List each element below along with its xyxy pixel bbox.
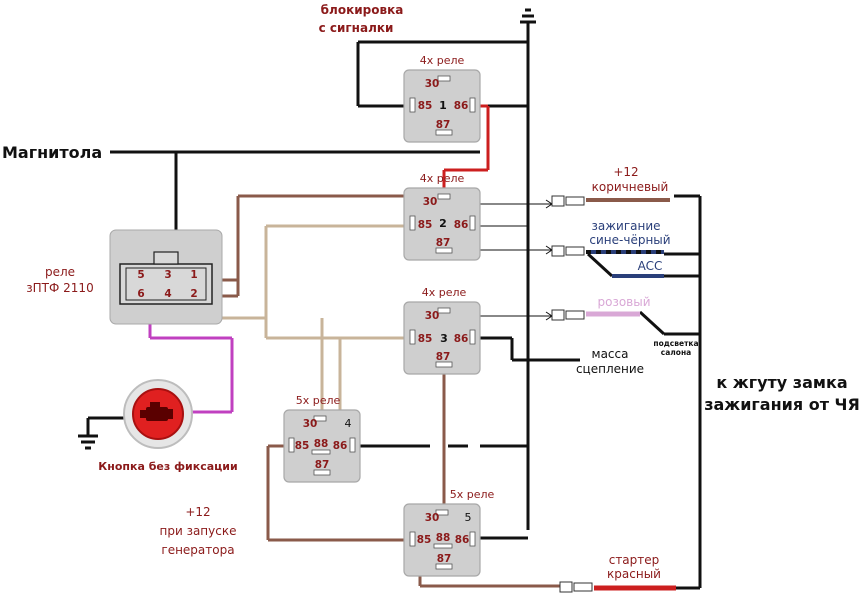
label-starter-2: красный — [607, 567, 661, 581]
label-brown-1: +12 — [613, 165, 638, 179]
relay-ptf-block: 5 3 1 6 4 2 — [109, 229, 223, 325]
relay-1: 30 85 1 86 87 — [403, 69, 481, 143]
relay-4-pin86: 86 — [333, 440, 348, 452]
ptf-pin-5: 5 — [137, 269, 144, 281]
relay-3-pin30: 30 — [425, 310, 440, 322]
connector-blueblack — [551, 245, 585, 257]
label-plus12-start-2: при запуске — [160, 524, 237, 538]
relay-4-type: 5x реле — [296, 394, 341, 407]
brown-wires — [208, 194, 560, 588]
label-harness-2: зажигания от ЧЯ — [704, 395, 860, 414]
label-block-line1: блокировка — [321, 3, 404, 17]
relay-1-number: 1 — [439, 99, 447, 112]
connector-pink — [551, 309, 585, 321]
label-plus12-start-1: +12 — [185, 505, 210, 519]
button-no-fix — [123, 379, 193, 449]
ground-left-icon — [78, 434, 98, 450]
black-wires — [110, 22, 702, 590]
relay-5: 30 5 85 88 86 87 — [403, 503, 481, 577]
label-plus12-start-3: генератора — [161, 543, 234, 557]
relay-1-pin87: 87 — [436, 119, 451, 131]
relay-5-pin85: 85 — [417, 534, 432, 546]
ground-wire — [86, 416, 128, 436]
relay-3-pin85: 85 — [418, 333, 433, 345]
red-wire — [442, 104, 490, 188]
label-acc: ACC — [638, 259, 663, 273]
relay-1-pin85: 85 — [418, 100, 433, 112]
connector-red — [559, 581, 593, 593]
ptf-pin-4: 4 — [164, 288, 171, 300]
label-backlight-1: подсветка — [653, 339, 698, 348]
label-pink: розовый — [597, 295, 650, 309]
relay-2-pin85: 85 — [418, 219, 433, 231]
label-mass-1: масса — [592, 347, 629, 361]
relay-3-type: 4x реле — [422, 286, 467, 299]
relay-3: 30 85 3 86 87 — [403, 301, 481, 375]
relay-5-pin87: 87 — [437, 553, 452, 565]
ptf-pin-6: 6 — [137, 288, 144, 300]
relay-5-type: 5x реле — [450, 488, 495, 501]
label-starter-1: стартер — [609, 553, 660, 567]
relay-2-pin86: 86 — [454, 219, 469, 231]
label-blueblack-2: сине-чёрный — [589, 233, 670, 247]
relay-5-pin86: 86 — [455, 534, 470, 546]
relay-3-pin86: 86 — [454, 333, 469, 345]
relay-1-type: 4x реле — [420, 54, 465, 67]
relay-2: 30 85 2 86 87 — [403, 187, 481, 261]
relay-1-pin30: 30 — [425, 78, 440, 90]
label-relay-ptf-line1: реле — [45, 265, 75, 279]
label-harness-1: к жгуту замка — [716, 373, 847, 392]
relay-2-number: 2 — [439, 217, 447, 230]
relay-5-pin30: 30 — [425, 512, 440, 524]
label-button: Кнопка без фиксации — [98, 460, 237, 473]
relay-5-pin88: 88 — [436, 532, 451, 544]
relay-2-type: 4x реле — [420, 172, 465, 185]
ptf-pin-2: 2 — [190, 288, 197, 300]
relay-4: 30 4 85 88 86 87 — [283, 409, 361, 483]
relay-3-pin87: 87 — [436, 351, 451, 363]
relay-4-pin85: 85 — [295, 440, 310, 452]
engine-icon — [140, 402, 173, 421]
relay-3-number: 3 — [440, 332, 448, 345]
relay-1-pin86: 86 — [454, 100, 469, 112]
label-relay-ptf-line2: зПТФ 2110 — [26, 281, 93, 295]
relay-5-number: 5 — [465, 511, 472, 524]
relay-2-pin87: 87 — [436, 237, 451, 249]
label-backlight-2: салона — [661, 348, 691, 357]
relay-4-pin87: 87 — [315, 459, 330, 471]
label-magnitola: Магнитола — [2, 143, 102, 162]
relay-4-pin88: 88 — [314, 438, 329, 450]
label-blueblack-1: зажигание — [591, 219, 660, 233]
label-mass-2: сцепление — [576, 362, 644, 376]
tan-wires — [162, 224, 408, 420]
ptf-pin-3: 3 — [164, 269, 171, 281]
label-block-line2: с сигналки — [319, 21, 394, 35]
relay-4-pin30: 30 — [303, 418, 318, 430]
harness-wires — [586, 198, 676, 591]
ground-top-icon — [520, 8, 536, 24]
ptf-pin-1: 1 — [190, 269, 197, 281]
label-brown-2: коричневый — [592, 180, 669, 194]
connector-brown — [551, 195, 585, 207]
relay-2-pin30: 30 — [423, 196, 438, 208]
relay-4-number: 4 — [345, 417, 352, 430]
